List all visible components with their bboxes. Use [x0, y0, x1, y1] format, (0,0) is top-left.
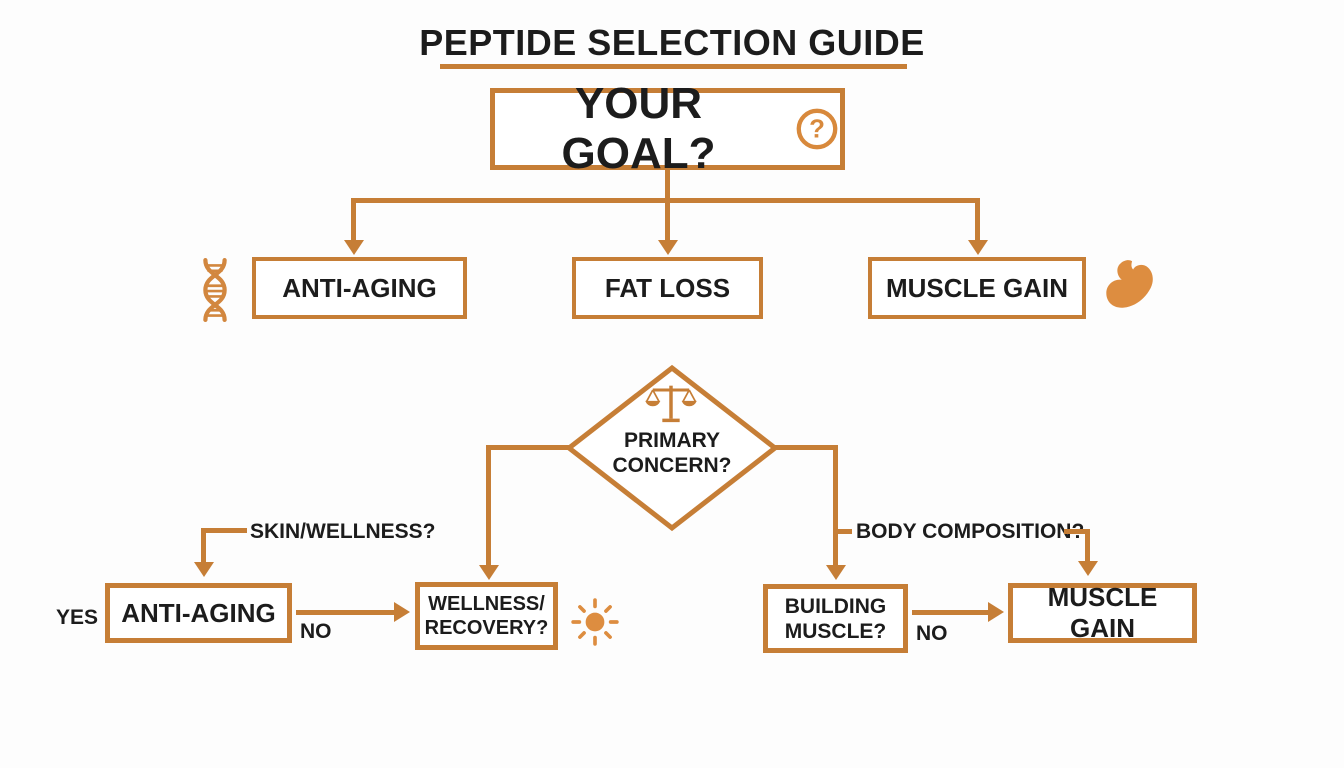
primary-concern-line2: CONCERN? — [612, 454, 732, 477]
connector-diamond-left-v — [486, 445, 491, 567]
anti-aging-goal-label: ANTI-AGING — [282, 272, 437, 303]
no-right-edge-label: NO — [916, 622, 948, 645]
connector-diamond-right-v — [833, 445, 838, 567]
arrowhead-no-right — [988, 602, 1004, 622]
connector-body-elbow-h — [1064, 529, 1090, 534]
fat-loss-goal-box: FAT LOSS — [572, 257, 763, 319]
connector-diamond-left-h — [486, 445, 570, 450]
wellness-line1: WELLNESS/ — [428, 593, 545, 615]
page-title: PEPTIDE SELECTION GUIDE — [419, 22, 925, 63]
building-muscle-line1: BUILDING — [784, 594, 887, 618]
connector-diamond-right-h — [774, 445, 838, 450]
primary-concern-line1: PRIMARY — [623, 429, 721, 452]
title-underline — [440, 64, 907, 69]
your-goal-box: YOUR GOAL? ? — [490, 79, 845, 178]
dna-icon — [188, 258, 242, 322]
anti-aging-outcome-label: ANTI-AGING — [121, 597, 276, 628]
balance-scale-icon — [645, 382, 697, 424]
connector-root-stem — [665, 168, 670, 202]
arrowhead-building-muscle — [826, 565, 846, 580]
no-left-edge-label: NO — [300, 620, 332, 643]
your-goal-label: YOUR GOAL? — [561, 79, 716, 178]
yes-edge-label: YES — [56, 606, 99, 629]
arrowhead-fat-loss — [658, 240, 678, 255]
building-muscle-line2: MUSCLE? — [784, 619, 887, 643]
connector-no-right — [912, 610, 990, 615]
connector-skin-elbow-v — [201, 528, 206, 564]
muscle-gain-goal-box: MUSCLE GAIN — [868, 257, 1086, 319]
primary-concern-diamond — [565, 364, 779, 532]
connector-to-muscle-gain — [975, 198, 980, 242]
wellness-recovery-box: WELLNESS/ RECOVERY? — [415, 582, 558, 650]
connector-body-tick — [838, 529, 852, 534]
anti-aging-goal-box: ANTI-AGING — [252, 257, 467, 319]
arrowhead-muscle-gain-outcome — [1078, 561, 1098, 576]
arrowhead-anti-aging-outcome — [194, 562, 214, 577]
fat-loss-goal-label: FAT LOSS — [604, 272, 731, 303]
muscle-gain-outcome-label: MUSCLE GAIN — [1047, 582, 1158, 643]
wellness-line2: RECOVERY? — [424, 617, 549, 639]
arrowhead-anti-aging — [344, 240, 364, 255]
primary-concern-label: PRIMARY CONCERN? — [565, 428, 779, 478]
connector-to-anti-aging — [351, 198, 356, 242]
body-composition-branch-label: BODY COMPOSITION? — [856, 520, 1085, 543]
arrowhead-wellness — [479, 565, 499, 580]
connector-to-fat-loss — [665, 198, 670, 242]
connector-skin-elbow-h — [201, 528, 247, 533]
connector-body-elbow-v — [1085, 529, 1090, 563]
question-circle-icon: ? — [794, 106, 840, 152]
bicep-icon — [1096, 254, 1162, 322]
skin-wellness-branch-label: SKIN/WELLNESS? — [250, 520, 436, 543]
arrowhead-muscle-gain — [968, 240, 988, 255]
building-muscle-box: BUILDING MUSCLE? — [763, 584, 908, 653]
muscle-gain-goal-label: MUSCLE GAIN — [886, 272, 1068, 303]
connector-no-left — [296, 610, 396, 615]
muscle-gain-outcome-box: MUSCLE GAIN — [1008, 582, 1197, 643]
sun-icon — [570, 597, 620, 647]
anti-aging-outcome-box: ANTI-AGING — [105, 583, 292, 643]
arrowhead-no-left — [394, 602, 410, 622]
svg-text:?: ? — [809, 116, 825, 144]
